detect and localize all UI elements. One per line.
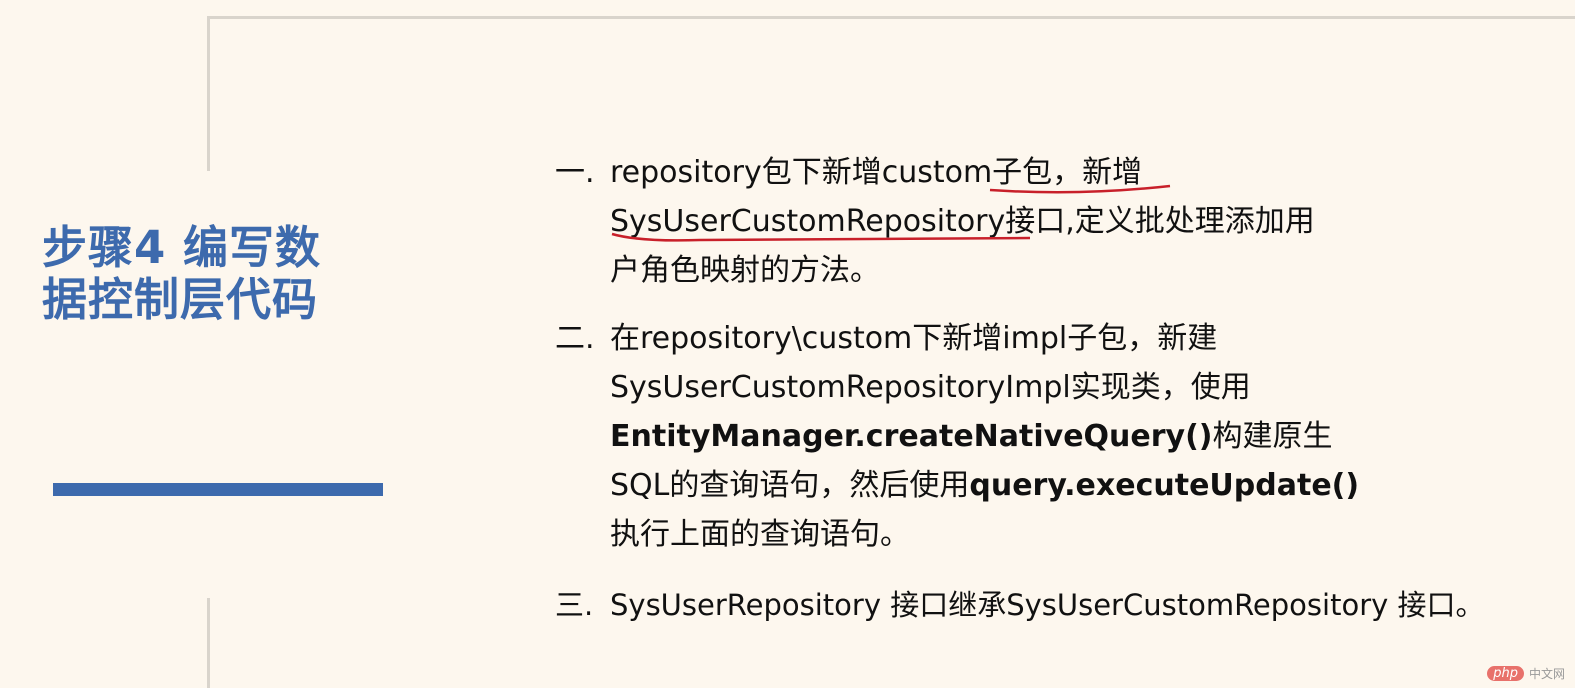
list-item-2: 二. 在repository\custom下新增impl子包，新建 SysUse…: [555, 314, 1359, 559]
item-text-line: 户角色映射的方法。: [610, 253, 880, 288]
item-marker: 二.: [555, 321, 595, 356]
text: 构建原生: [1212, 419, 1333, 454]
item-text-line: repository包下新增custom子包，新增: [610, 155, 1143, 190]
slide-title: 步骤4 编写数 据控制层代码: [42, 222, 402, 326]
item-text-line: SQL的查询语句，然后使用query.executeUpdate(): [610, 461, 1359, 510]
frame-line-left-lower: [207, 598, 210, 688]
watermark: php 中文网: [1487, 665, 1565, 682]
list-item-1: 一. repository包下新增custom子包，新增 SysUserCust…: [555, 148, 1315, 295]
frame-line-top: [207, 16, 1575, 19]
code-text: query.executeUpdate(): [969, 468, 1360, 503]
item-marker: 三.: [555, 588, 594, 622]
item-text-line: SysUserCustomRepository接口,定义批处理添加用: [610, 204, 1315, 239]
title-underline-bar: [53, 483, 383, 496]
item-marker: 一.: [555, 155, 595, 190]
list-item-3: 三. SysUserRepository 接口继承SysUserCustomRe…: [555, 581, 1485, 630]
item-text-line: EntityManager.createNativeQuery()构建原生: [610, 412, 1359, 461]
watermark-logo: php: [1487, 666, 1524, 681]
code-text: EntityManager.createNativeQuery(): [610, 419, 1213, 454]
item-text-line: 执行上面的查询语句。: [610, 517, 910, 552]
watermark-text: 中文网: [1528, 667, 1565, 681]
title-line-2: 据控制层代码: [42, 273, 319, 326]
title-line-1: 步骤4 编写数: [42, 221, 321, 274]
item-text-line: 在repository\custom下新增impl子包，新建: [610, 321, 1218, 356]
item-text-line: SysUserCustomRepositoryImpl实现类，使用: [610, 370, 1251, 405]
frame-line-left: [207, 16, 210, 171]
text: SQL的查询语句，然后使用: [610, 468, 970, 503]
item-text-line: SysUserRepository 接口继承SysUserCustomRepos…: [610, 588, 1485, 622]
